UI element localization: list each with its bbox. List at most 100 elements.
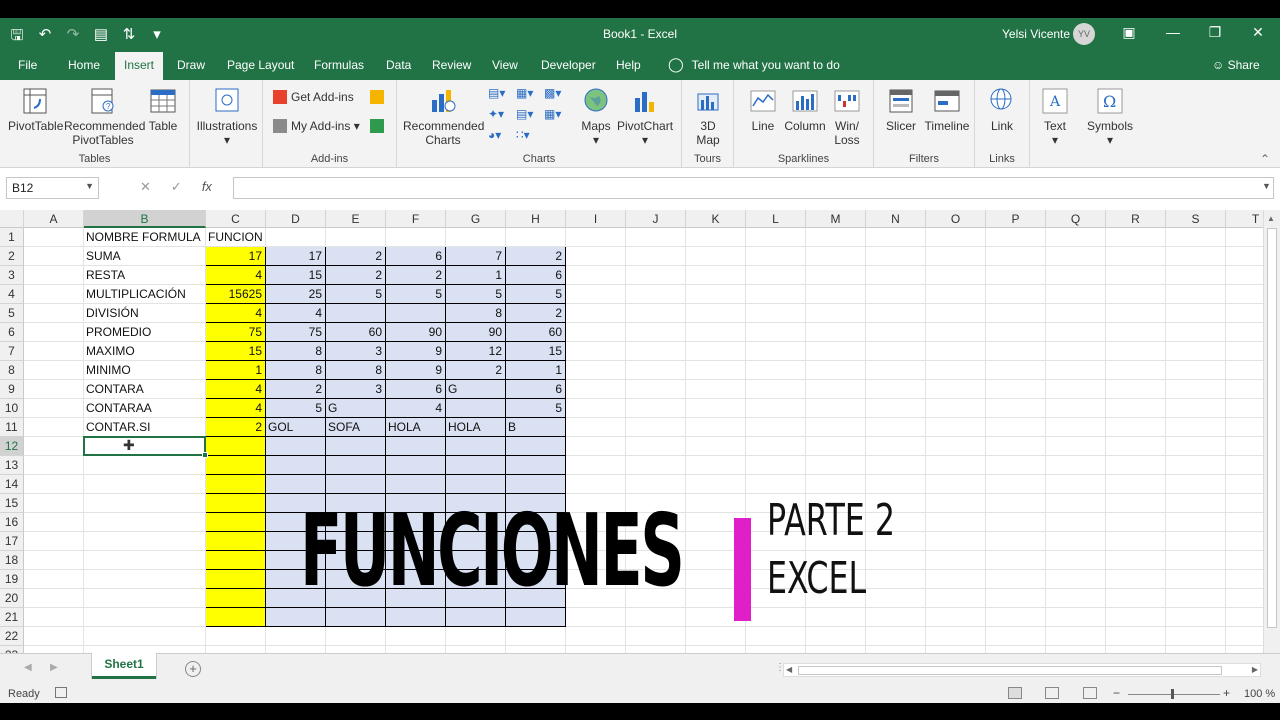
cell-b4[interactable]: MULTIPLICACIÓN: [86, 287, 186, 301]
zoom-level[interactable]: 100 %: [1244, 688, 1276, 700]
tab-developer[interactable]: Developer: [541, 58, 596, 72]
cell-c19[interactable]: [206, 570, 266, 589]
sparkline-column-button[interactable]: Column: [784, 86, 826, 133]
cell-f15[interactable]: [386, 494, 446, 513]
cell-f21[interactable]: [386, 608, 446, 627]
tab-page-layout[interactable]: Page Layout: [227, 58, 295, 72]
cell-g8[interactable]: 2: [446, 361, 506, 380]
cell-b10[interactable]: CONTARAA: [86, 401, 152, 415]
cell-h18[interactable]: [506, 551, 566, 570]
cell-b6[interactable]: PROMEDIO: [86, 325, 152, 339]
row-header-15[interactable]: 15: [0, 494, 24, 513]
cell-b5[interactable]: DIVISIÓN: [86, 306, 139, 320]
restore-icon[interactable]: ❐: [1208, 24, 1222, 40]
cell-c13[interactable]: [206, 456, 266, 475]
fill-handle[interactable]: [202, 452, 208, 458]
cell-c17[interactable]: [206, 532, 266, 551]
cell-b8[interactable]: MINIMO: [86, 363, 131, 377]
cell-f17[interactable]: [386, 532, 446, 551]
cell-f6[interactable]: 90: [386, 323, 446, 342]
cell-h3[interactable]: 6: [506, 266, 566, 285]
save-icon[interactable]: 🖫: [10, 27, 24, 44]
table-button[interactable]: Table: [145, 86, 181, 133]
cell-g16[interactable]: [446, 513, 506, 532]
customize-qat-icon[interactable]: ▾: [153, 26, 161, 43]
row-header-23[interactable]: 23: [0, 646, 24, 653]
cell-g2[interactable]: 7: [446, 247, 506, 266]
cell-g18[interactable]: [446, 551, 506, 570]
cell-g4[interactable]: 5: [446, 285, 506, 304]
cell-g17[interactable]: [446, 532, 506, 551]
cell-d3[interactable]: 15: [266, 266, 326, 285]
cell-h21[interactable]: [506, 608, 566, 627]
column-header-s[interactable]: S: [1166, 210, 1226, 228]
column-header-k[interactable]: K: [686, 210, 746, 228]
tab-file[interactable]: File: [18, 58, 38, 72]
column-header-j[interactable]: J: [626, 210, 686, 228]
cell-c3[interactable]: 4: [206, 266, 266, 285]
cell-d6[interactable]: 75: [266, 323, 326, 342]
column-header-i[interactable]: I: [566, 210, 626, 228]
user-name[interactable]: Yelsi Vicente: [1002, 27, 1071, 41]
my-addins-button[interactable]: My Add-ins ▾: [273, 119, 360, 133]
cell-e6[interactable]: 60: [326, 323, 386, 342]
minimize-icon[interactable]: —: [1166, 24, 1180, 40]
cell-d17[interactable]: [266, 532, 326, 551]
cell-g9[interactable]: G: [446, 380, 506, 399]
slicer-button[interactable]: Slicer: [882, 86, 920, 133]
tab-insert[interactable]: Insert: [115, 52, 164, 80]
row-header-9[interactable]: 9: [0, 380, 24, 399]
column-header-f[interactable]: F: [386, 210, 446, 228]
vertical-scroll-thumb[interactable]: [1267, 228, 1277, 628]
cell-f14[interactable]: [386, 475, 446, 494]
cell-d8[interactable]: 8: [266, 361, 326, 380]
cell-d4[interactable]: 25: [266, 285, 326, 304]
cell-d21[interactable]: [266, 608, 326, 627]
column-header-q[interactable]: Q: [1046, 210, 1106, 228]
row-header-18[interactable]: 18: [0, 551, 24, 570]
cell-g13[interactable]: [446, 456, 506, 475]
zoom-slider-knob[interactable]: [1171, 689, 1174, 699]
cell-c6[interactable]: 75: [206, 323, 266, 342]
cell-e5[interactable]: [326, 304, 386, 323]
macro-record-icon[interactable]: [55, 687, 67, 698]
column-header-n[interactable]: N: [866, 210, 926, 228]
page-layout-view-icon[interactable]: [1045, 687, 1059, 699]
column-header-l[interactable]: L: [746, 210, 806, 228]
cancel-icon[interactable]: ✕: [140, 179, 151, 194]
column-header-t[interactable]: T: [1226, 210, 1263, 228]
cell-f3[interactable]: 2: [386, 266, 446, 285]
sparkline-line-button[interactable]: Line: [744, 86, 782, 133]
cell-b11[interactable]: CONTAR.SI: [86, 420, 151, 434]
close-icon[interactable]: ✕: [1252, 24, 1264, 40]
cell-b7[interactable]: MAXIMO: [86, 344, 135, 358]
row-header-2[interactable]: 2: [0, 247, 24, 266]
undo-icon[interactable]: ↶: [38, 26, 52, 43]
cell-f10[interactable]: 4: [386, 399, 446, 418]
cell-c14[interactable]: [206, 475, 266, 494]
line-chart-icon[interactable]: ✦▾: [488, 107, 505, 121]
row-header-3[interactable]: 3: [0, 266, 24, 285]
cell-f16[interactable]: [386, 513, 446, 532]
zoom-out-icon[interactable]: −: [1113, 686, 1121, 700]
tab-view[interactable]: View: [492, 58, 518, 72]
cell-e8[interactable]: 8: [326, 361, 386, 380]
timeline-button[interactable]: Timeline: [922, 86, 972, 133]
horizontal-scrollbar[interactable]: ◀ ▶: [783, 663, 1261, 677]
cell-c2[interactable]: 17: [206, 247, 266, 266]
cell-f7[interactable]: 9: [386, 342, 446, 361]
cell-c18[interactable]: [206, 551, 266, 570]
scroll-left-icon[interactable]: ◀: [786, 665, 793, 674]
normal-view-icon[interactable]: [1008, 687, 1022, 699]
formula-input[interactable]: [233, 177, 1274, 199]
sparkline-winloss-button[interactable]: Win/ Loss: [830, 86, 864, 147]
collapse-ribbon-icon[interactable]: ⌃: [1260, 152, 1271, 166]
cell-h6[interactable]: 60: [506, 323, 566, 342]
row-header-7[interactable]: 7: [0, 342, 24, 361]
row-header-19[interactable]: 19: [0, 570, 24, 589]
redo-icon[interactable]: ↷: [66, 26, 80, 43]
cell-c12[interactable]: [206, 437, 266, 456]
cell-d20[interactable]: [266, 589, 326, 608]
cell-f11[interactable]: HOLA: [386, 418, 446, 437]
